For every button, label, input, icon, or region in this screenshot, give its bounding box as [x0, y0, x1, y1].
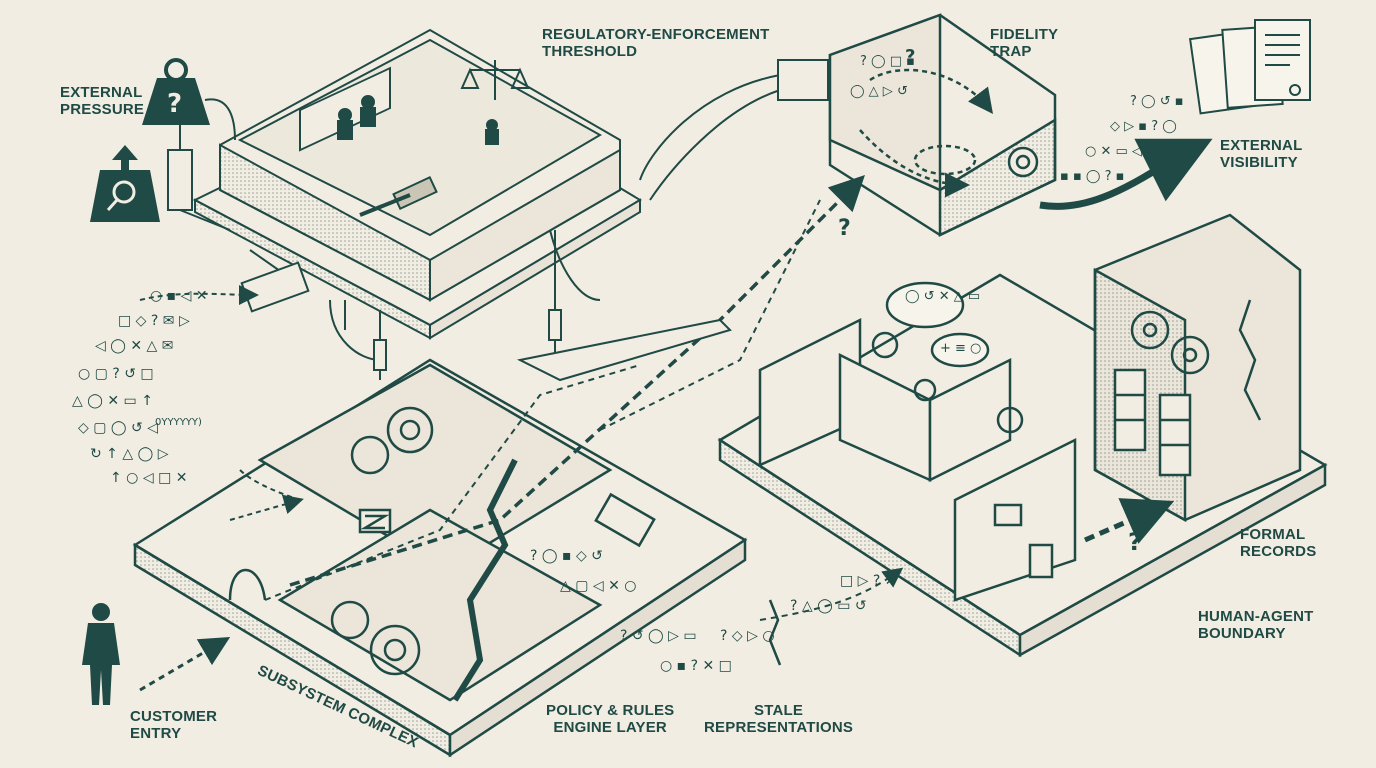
svg-text:◯ △ ▷ ↺: ◯ △ ▷ ↺ [850, 84, 908, 99]
svg-text:?: ? [1128, 528, 1142, 556]
svg-text:○ ▪ ◁ ✕: ○ ▪ ◁ ✕ [150, 288, 208, 304]
svg-text:△ ◯ ✕ ▭ ↑: △ ◯ ✕ ▭ ↑ [72, 393, 153, 409]
label-external-visibility: EXTERNAL VISIBILITY [1220, 137, 1303, 171]
office-platform [717, 213, 1328, 658]
svg-text:? ◯ □ ▪: ? ◯ □ ▪ [860, 54, 915, 69]
symbol-stream-right: ? ◯ ↺ ▪ ◇ ▷ ▪ ? ◯ ○ ✕ ▭ ◁ ▪ ▪ ◯ ? ▪ ? ◯ … [850, 54, 1184, 356]
svg-text:?: ? [838, 216, 851, 241]
svg-text:? ◇ ▷ ○: ? ◇ ▷ ○ [720, 628, 775, 644]
courtroom-building [192, 28, 642, 340]
svg-text:○ ✕ ▭ ◁: ○ ✕ ▭ ◁ [1085, 144, 1142, 159]
svg-text:↑ ○ ◁ □ ✕: ↑ ○ ◁ □ ✕ [110, 470, 187, 486]
svg-text:◯ ↺ ✕ △ ▭: ◯ ↺ ✕ △ ▭ [905, 289, 980, 304]
svg-text:0YYYYYY): 0YYYYYY) [155, 417, 202, 428]
svg-text:△ ▢ ◁ ✕ ○: △ ▢ ◁ ✕ ○ [560, 578, 637, 594]
cracks [768, 299, 1262, 666]
svg-text:? ↺ ◯ ▷ ▭: ? ↺ ◯ ▷ ▭ [620, 628, 697, 644]
svg-text:? △ ◯ ▭ ↺: ? △ ◯ ▭ ↺ [790, 598, 867, 614]
svg-text:○ ▢ ? ↺ □: ○ ▢ ? ↺ □ [78, 366, 154, 382]
svg-text:○ ▪ ? ✕ □: ○ ▪ ? ✕ □ [660, 658, 732, 674]
label-policy-rules-engine: POLICY & RULES ENGINE LAYER [546, 702, 675, 736]
svg-text:↻ ↑ △ ◯ ▷: ↻ ↑ △ ◯ ▷ [90, 446, 169, 462]
svg-text:?: ? [905, 46, 915, 67]
svg-text:+ ≡ ○: + ≡ ○ [940, 341, 981, 356]
symbol-stream-bottom: ? ◯ ▪ ◇ ↺ △ ▢ ◁ ✕ ○ ? ↺ ◯ ▷ ▭ ○ ▪ ? ✕ □ … [530, 548, 897, 674]
label-fidelity-trap: FIDELITY TRAP [990, 26, 1059, 60]
pressure-weights: ? [90, 58, 210, 222]
label-external-pressure: EXTERNAL PRESSURE [60, 84, 145, 118]
svg-text:? ◯ ↺ ▪: ? ◯ ↺ ▪ [1130, 94, 1184, 109]
flow-arrows [139, 175, 904, 692]
label-regulatory-threshold: REGULATORY-ENFORCEMENT THRESHOLD [542, 26, 770, 60]
symbol-stream-left: ○ ▪ ◁ ✕ □ ◇ ? ✉ ▷ ◁ ◯ ✕ △ ✉ ○ ▢ ? ↺ □ △ … [72, 288, 208, 486]
svg-text:▪ ▪ ◯ ? ▪: ▪ ▪ ◯ ? ▪ [1060, 169, 1124, 184]
svg-text:◁ ◯ ✕ △ ✉: ◁ ◯ ✕ △ ✉ [95, 338, 173, 354]
label-formal-records: FORMAL RECORDS [1240, 526, 1317, 560]
svg-text:?: ? [167, 89, 182, 119]
fidelity-trap-vault [828, 13, 1213, 237]
svg-text:◇ ▷ ▪ ? ◯: ◇ ▷ ▪ ? ◯ [1110, 119, 1177, 134]
svg-text:□ ◇ ? ✉ ▷: □ ◇ ? ✉ ▷ [118, 313, 190, 329]
svg-text:? ◯ ▪ ◇ ↺: ? ◯ ▪ ◇ ↺ [530, 548, 603, 564]
subsystem-complex-platform [132, 358, 748, 758]
svg-text:□ ▷ ? ✕: □ ▷ ? ✕ [840, 573, 897, 589]
svg-text:◇ ▢ ◯ ↺ ◁: ◇ ▢ ◯ ↺ ◁ [78, 420, 158, 436]
label-human-agent-boundary: HUMAN-AGENT BOUNDARY [1198, 608, 1314, 642]
document-stack [1188, 19, 1311, 115]
label-customer-entry: CUSTOMER ENTRY [130, 708, 218, 742]
question-marks: ? ? ? [838, 46, 1142, 556]
customer-figure [82, 603, 120, 705]
label-stale-representations: STALE REPRESENTATIONS [704, 702, 854, 736]
